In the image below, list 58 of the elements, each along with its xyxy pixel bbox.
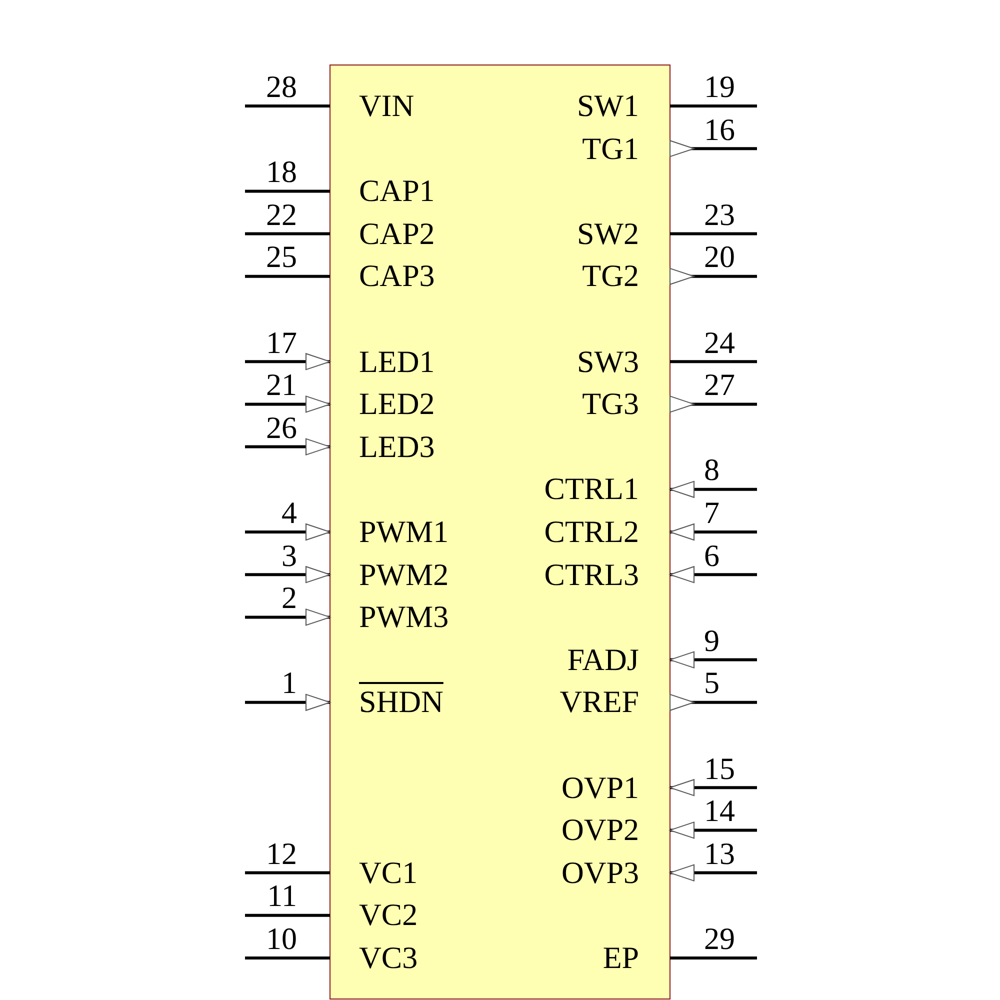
pin-number: 3 <box>282 538 297 573</box>
pin-number: 8 <box>704 453 720 488</box>
pin-name: LED3 <box>359 430 435 464</box>
pin-name: FADJ <box>567 642 639 677</box>
pin-number: 28 <box>266 70 297 104</box>
pin-name: VIN <box>359 89 414 123</box>
pin-number: 15 <box>704 752 735 786</box>
pin-number: 20 <box>704 240 735 274</box>
pin-name: PWM1 <box>359 515 449 549</box>
pin-name: OVP2 <box>561 813 639 848</box>
pin-number: 5 <box>704 666 720 700</box>
pin-name: LED2 <box>359 387 435 422</box>
pin-number: 29 <box>704 922 735 956</box>
pin-number: 9 <box>704 624 720 658</box>
pin-number: 4 <box>282 496 297 530</box>
pin-name: VC3 <box>359 941 418 975</box>
pin-number: 18 <box>266 155 297 190</box>
pin-name: CTRL2 <box>544 515 639 549</box>
pin-number: 10 <box>266 922 297 956</box>
pin-number: 16 <box>704 112 735 147</box>
pin-number: 2 <box>282 581 297 616</box>
pin-name: EP <box>602 941 639 975</box>
pin-name: OVP1 <box>561 770 639 805</box>
pin-number: 17 <box>266 326 297 360</box>
pin-name: TG3 <box>582 387 639 422</box>
pin-name: VC1 <box>359 856 418 890</box>
pin-number: 23 <box>704 198 735 232</box>
pin-name: PWM2 <box>359 558 449 592</box>
pin-name: VREF <box>560 685 639 720</box>
pin-name: SW3 <box>577 344 639 379</box>
pin-number: 13 <box>704 836 735 871</box>
pin-number: 6 <box>704 538 720 573</box>
pin-number: 27 <box>704 368 735 402</box>
pin-number: 22 <box>266 198 297 232</box>
pin-name: CTRL3 <box>544 558 639 592</box>
pin-name: TG1 <box>582 132 639 166</box>
pin-name: SHDN <box>359 685 444 720</box>
pin-number: 26 <box>266 410 297 445</box>
pin-name: SW1 <box>577 89 639 123</box>
pin-name: VC2 <box>359 898 418 932</box>
pin-number: 25 <box>266 240 297 274</box>
pin-number: 1 <box>282 666 297 700</box>
pin-number: 21 <box>266 368 297 402</box>
pin-number: 12 <box>266 836 297 871</box>
pin-name: CAP2 <box>359 216 435 251</box>
pin-name: OVP3 <box>561 856 639 890</box>
pin-name: CTRL1 <box>544 472 639 506</box>
pin-number: 11 <box>267 879 297 914</box>
pin-name: PWM3 <box>359 600 449 634</box>
pin-number: 24 <box>704 326 735 360</box>
pin-name: CAP1 <box>359 174 435 208</box>
pin-number: 7 <box>704 496 720 530</box>
pin-name: SW2 <box>577 216 639 251</box>
pin-name: LED1 <box>359 344 435 379</box>
pin-number: 19 <box>704 70 735 104</box>
pin-number: 14 <box>704 794 735 828</box>
pin-name: CAP3 <box>359 259 435 294</box>
pin-name: TG2 <box>582 259 639 294</box>
